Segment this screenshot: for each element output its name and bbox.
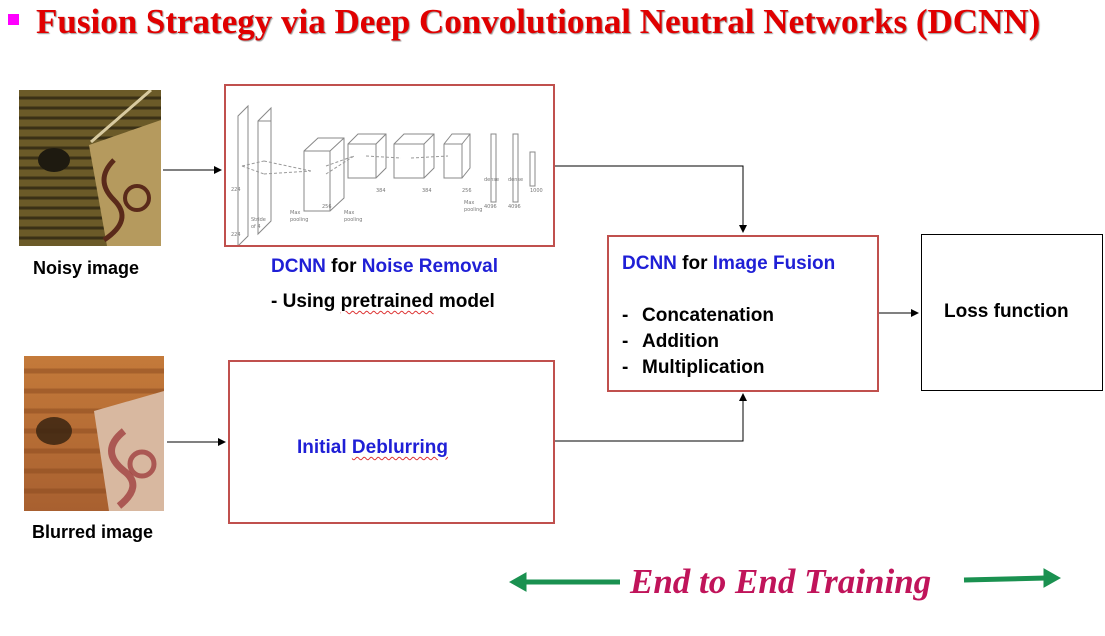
blurred-image-photo — [24, 356, 164, 511]
pretrained-note: - Using pretrained model — [271, 291, 495, 313]
noise-removal-dcnn: DCNN — [271, 256, 326, 277]
svg-text:256: 256 — [462, 188, 472, 194]
image-fusion-label: DCNN for Image Fusion — [622, 253, 835, 275]
deblurring-box — [228, 360, 555, 524]
fusion-list-item: -Concatenation — [622, 305, 774, 327]
pretrained-note-word: pretrained — [340, 291, 434, 312]
blurred-image-caption: Blurred image — [32, 522, 154, 542]
arrow-deblur-to-fusion — [555, 393, 747, 442]
noisy-image-caption: Noisy image — [33, 258, 140, 278]
svg-text:384: 384 — [376, 188, 386, 194]
svg-text:Max: Max — [344, 210, 354, 216]
pretrained-note-prefix: - Using — [271, 291, 341, 312]
slide-title: Fusion Strategy via Deep Convolutional N… — [36, 2, 1041, 41]
svg-text:384: 384 — [422, 188, 432, 194]
svg-text:dense: dense — [508, 177, 523, 183]
deblurring-word2: Deblurring — [351, 437, 448, 458]
image-fusion-dcnn: DCNN — [622, 253, 677, 274]
noise-removal-name: Noise Removal — [361, 256, 499, 277]
fusion-dash: - — [622, 331, 629, 352]
image-fusion-box — [607, 235, 879, 392]
fusion-item-multiplication: Multiplication — [642, 357, 765, 378]
arrow-denoise-to-fusion — [555, 165, 747, 233]
svg-text:dense: dense — [484, 177, 499, 183]
deblurring-label: Initial Deblurring — [297, 437, 448, 459]
noise-removal-for: for — [331, 256, 357, 277]
fusion-dash: - — [622, 357, 629, 378]
loss-function-box — [921, 234, 1103, 391]
fusion-item-addition: Addition — [642, 331, 720, 352]
svg-text:pooling: pooling — [464, 207, 482, 213]
svg-text:4096: 4096 — [508, 204, 521, 210]
fusion-dash: - — [622, 305, 629, 326]
loss-function-label: Loss function — [944, 301, 1069, 322]
deblurring-word1: Initial — [297, 437, 347, 458]
pretrained-note-suffix: model — [433, 291, 495, 312]
noisy-image-photo — [19, 90, 161, 246]
svg-text:224: 224 — [231, 187, 241, 193]
training-right-arrow-icon — [963, 575, 1047, 583]
svg-text:224: 224 — [231, 232, 241, 238]
end-to-end-training-label: End to End Training — [630, 562, 932, 601]
svg-text:pooling: pooling — [290, 217, 308, 223]
svg-text:pooling: pooling — [344, 217, 362, 223]
image-fusion-for: for — [682, 253, 708, 274]
svg-text:1000: 1000 — [530, 188, 543, 194]
svg-text:256: 256 — [322, 204, 332, 210]
svg-text:of 4: of 4 — [251, 224, 261, 230]
title-bullet-icon — [8, 14, 19, 25]
svg-text:4096: 4096 — [484, 204, 497, 210]
fusion-list-item: -Multiplication — [622, 357, 764, 379]
svg-text:Max: Max — [464, 200, 474, 206]
fusion-list-item: -Addition — [622, 331, 719, 353]
fusion-item-concatenation: Concatenation — [642, 305, 774, 326]
noise-removal-label: DCNN for Noise Removal — [271, 256, 498, 278]
svg-text:Stride: Stride — [251, 217, 266, 223]
svg-text:Max: Max — [290, 210, 300, 216]
image-fusion-name: Image Fusion — [712, 253, 836, 274]
